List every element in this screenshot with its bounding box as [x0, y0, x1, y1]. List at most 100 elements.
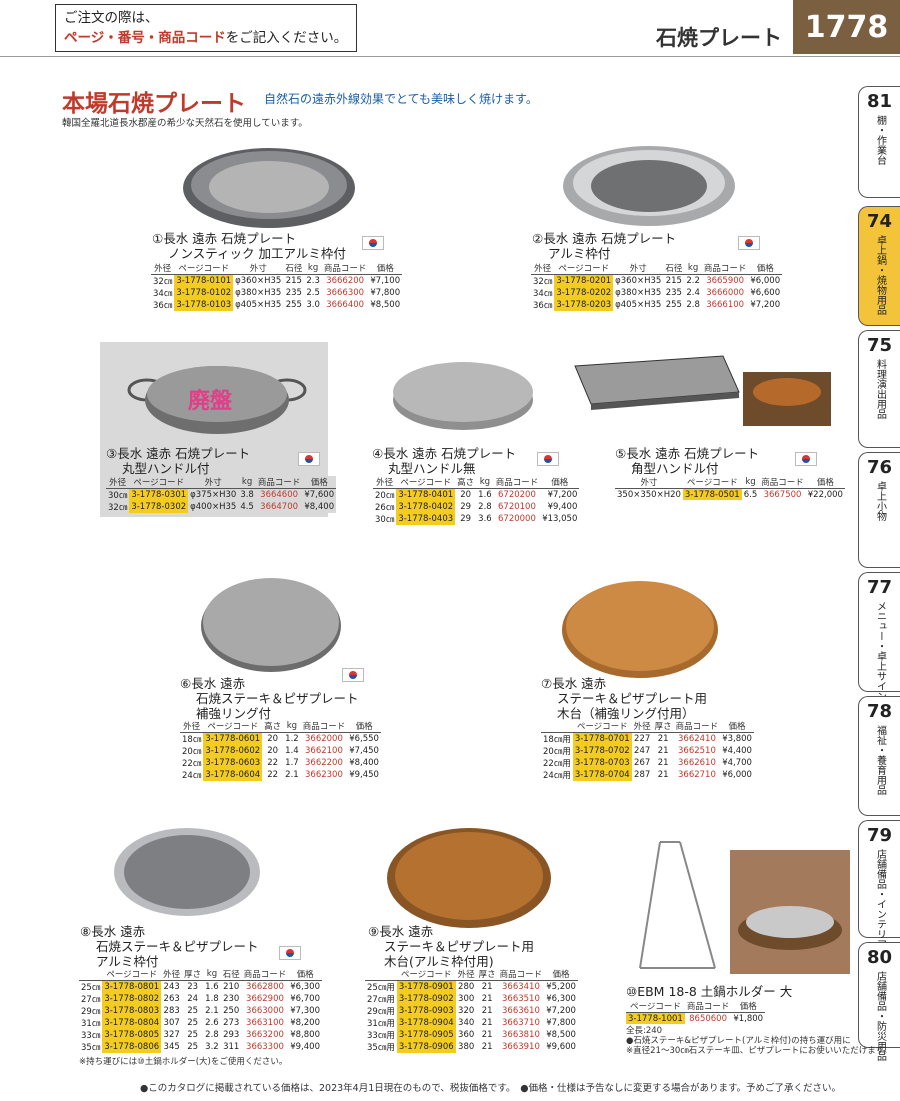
table-cell: 3-1778-0202 [554, 287, 614, 299]
table-cell: ¥13,050 [542, 514, 578, 524]
table-cell: 3667500 [763, 489, 802, 500]
column-header: 商品コード [493, 476, 541, 489]
column-header: 厚さ [182, 968, 204, 981]
column-header: ページコード [682, 476, 742, 489]
header-rule [0, 56, 900, 57]
table-cell: 250 [223, 1006, 240, 1016]
table-cell: 215 [285, 276, 302, 286]
table-cell: 3663200 [246, 1030, 284, 1040]
table-cell: 3663710 [502, 1018, 540, 1028]
table-cell: ¥4,400 [722, 746, 752, 756]
table-cell: 20㎝用 [543, 747, 571, 757]
table-cell: 360 [458, 1030, 475, 1040]
table-cell: ¥4,700 [722, 758, 752, 768]
table-cell: 3-1778-0602 [203, 745, 263, 757]
table-cell: 3-1778-0102 [174, 287, 234, 299]
korea-flag-icon [279, 946, 301, 960]
table-cell: 3665900 [706, 276, 745, 286]
table-cell: 3-1778-1001 [626, 1012, 685, 1024]
table-cell: ¥8,500 [546, 1030, 576, 1040]
table-cell: 3-1778-0501 [682, 488, 742, 500]
table-cell: 2.3 [306, 276, 320, 286]
table-cell: 31㎝ [81, 1019, 101, 1029]
column-header: ページコード [626, 1000, 685, 1013]
table-cell: 3662410 [678, 734, 716, 744]
table-cell: 3-1778-0103 [174, 299, 234, 311]
table-cell: 22 [267, 770, 279, 780]
table-cell: 311 [223, 1042, 240, 1052]
table-cell: ¥7,800 [370, 288, 401, 298]
table-cell: 2.8 [205, 1030, 219, 1040]
product-7-image [562, 581, 718, 678]
table-cell: 21 [481, 1042, 493, 1052]
column-header: 商品コード [684, 1000, 732, 1013]
product-4-title: ④長水 遠赤 石焼プレート丸型ハンドル無 [372, 446, 517, 476]
table-cell: 263 [163, 994, 180, 1004]
product-8-footnote: ※持ち運びには⑩土鍋ホルダー(大)をご使用ください。 [79, 1057, 288, 1067]
table-cell: 3-1778-0806 [102, 1041, 162, 1053]
column-header: 商品コード [300, 720, 348, 733]
column-header: ページコード [396, 968, 456, 981]
tab-label: 店舗備品・防災用品 [874, 971, 886, 1061]
table-cell: 1.8 [205, 994, 219, 1004]
table-cell: 3664700 [260, 502, 299, 512]
table-cell: ¥8,500 [370, 300, 401, 310]
table-cell: 20 [460, 490, 472, 500]
product-5-title: ⑤長水 遠赤 石焼プレート角型ハンドル付 [615, 446, 760, 476]
table-cell: 350×350×H20 [617, 489, 681, 500]
column-header: 外寸 [188, 476, 239, 489]
table-cell: 3666400 [326, 300, 365, 310]
column-header: ページコード [554, 262, 614, 275]
table-cell: 2.2 [686, 276, 700, 286]
column-header: ページコード [174, 262, 234, 275]
table-cell: 3663100 [246, 1018, 284, 1028]
table-cell: ¥7,200 [546, 1006, 576, 1016]
product-8-image [114, 828, 260, 916]
table-cell: 283 [163, 1006, 180, 1016]
column-header: kg [304, 262, 322, 275]
column-header: 商品コード [759, 476, 806, 489]
table-cell: 2.8 [686, 300, 700, 310]
table-cell: ¥7,450 [349, 746, 379, 756]
column-header: 価格 [748, 262, 783, 275]
table-cell: 380 [458, 1042, 475, 1052]
korea-flag-icon [342, 668, 364, 682]
column-header: ページコード [102, 968, 162, 981]
table-cell: ¥6,700 [290, 994, 320, 1004]
table-cell: 3662000 [305, 734, 343, 744]
table-cell: 27㎝用 [367, 995, 395, 1005]
table-cell: 3663910 [502, 1042, 540, 1052]
table-cell: 3-1778-0903 [396, 1005, 456, 1017]
column-header: 外寸 [615, 476, 683, 489]
column-header: ページコード [129, 476, 189, 489]
column-header: ページコード [572, 720, 632, 733]
table-cell: 29 [460, 514, 472, 524]
table-cell: 2.1 [205, 1006, 219, 1016]
table-cell: ¥3,800 [722, 734, 752, 744]
table-cell: 3-1778-0905 [396, 1029, 456, 1041]
table-cell: 320 [458, 1006, 475, 1016]
column-header: 価格 [288, 968, 322, 981]
table-cell: 3666000 [706, 288, 745, 298]
table-cell: ¥7,300 [290, 1006, 320, 1016]
